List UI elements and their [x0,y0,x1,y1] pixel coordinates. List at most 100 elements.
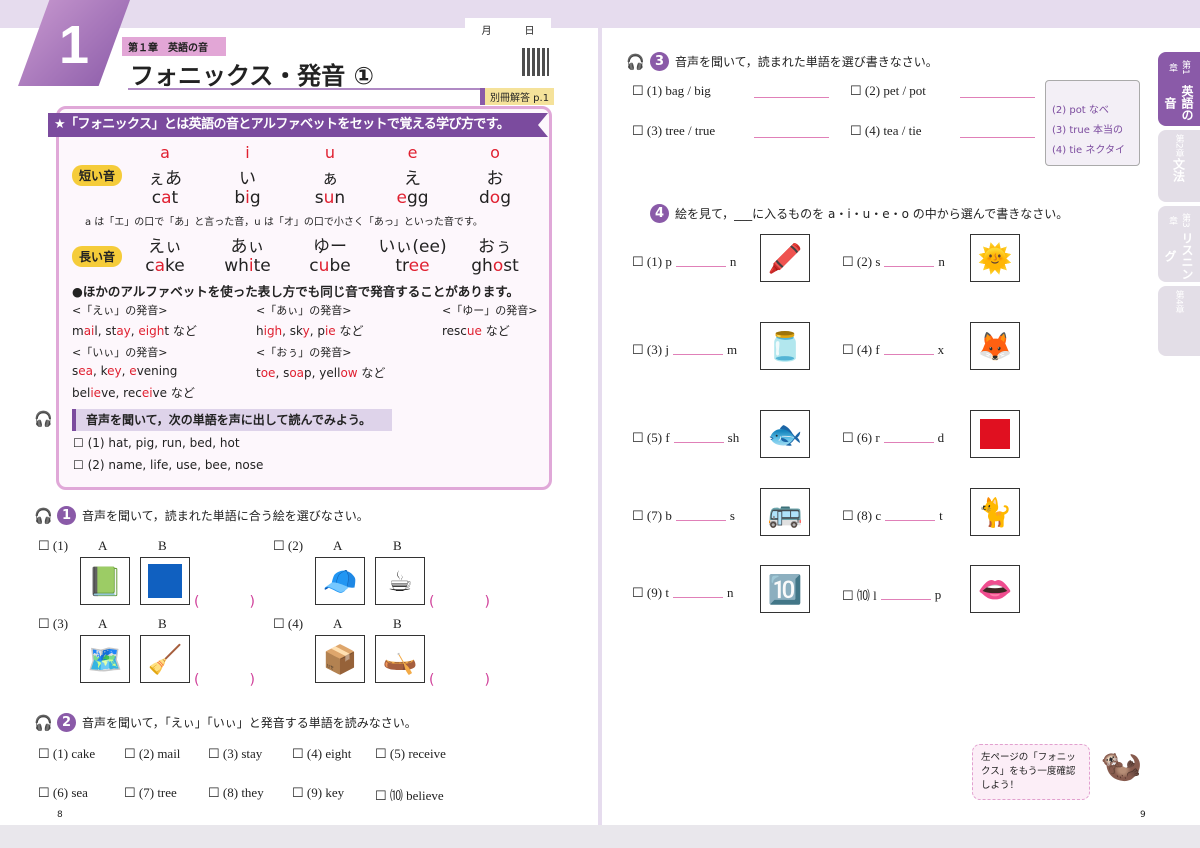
word-part: c [151,188,162,208]
word-part: be [329,256,351,276]
word-part: st [503,256,519,276]
spelling-heading: <「いぃ」の発音> [72,346,168,359]
headphones-icon[interactable]: 🎧 [626,53,645,71]
headphones-icon[interactable]: 🎧 [34,410,53,428]
word-part: e [129,364,137,378]
word-item[interactable]: ☐ (6) sea [38,785,88,800]
word-item[interactable]: ☐ (8) they [208,785,264,800]
word-item[interactable]: ☐ (4) eight [292,746,352,761]
answer-blank[interactable] [884,257,935,267]
notebook-picture[interactable]: 📗 [80,557,130,605]
hint-sticky-note: (2) pot なべ(3) true 本当の(4) tie ネクタイ [1045,80,1140,166]
word-part: ea [78,364,94,378]
cup-picture[interactable]: ☕ [375,557,425,605]
blue-square-picture[interactable] [140,557,190,605]
mop-picture[interactable]: 🧹 [140,635,190,683]
headphones-icon[interactable]: 🎧 [34,507,53,525]
headphones-icon[interactable]: 🎧 [34,714,53,732]
word-part: i [248,256,254,276]
answer-blank[interactable] [960,137,1035,138]
sound-label: i [245,143,250,162]
answer-blank[interactable] [883,433,934,443]
fill-in-item[interactable]: ☐ (4) f x [842,342,944,358]
question-instruction: 音声を聞いて，読まれた単語を選び書きなさい。 [675,55,938,69]
qr-code-icon[interactable] [522,48,549,76]
answer-blank[interactable] [960,97,1035,98]
page-number: 8 [57,810,63,820]
word-item[interactable]: ☐ (7) tree [124,785,177,800]
word-part: vening [136,364,178,378]
answer-parentheses[interactable]: ( ) [194,594,273,610]
spelling-heading: <「あぃ」の発音> [256,304,352,317]
item-checkbox-label[interactable]: ☐ (2) [273,538,304,553]
word-choice-item[interactable]: ☐ (4) tea / tie [850,123,922,138]
word-item[interactable]: ☐ ⑽ believe [375,788,444,803]
word-choice-item[interactable]: ☐ (1) bag / big [632,83,711,98]
word-item[interactable]: ☐ (2) mail [124,746,181,761]
answer-blank[interactable] [883,345,934,355]
item-checkbox-label[interactable]: ☐ (3) [38,616,69,631]
item-prefix: ☐ (4) f [842,342,880,357]
answer-blank[interactable] [675,511,726,521]
listen-item[interactable]: ☐ (1) hat, pig, run, bed, hot [73,436,240,450]
item-checkbox-label[interactable]: ☐ (4) [273,616,304,631]
answer-blank[interactable] [672,588,723,598]
short-sound-label: 短い音 [72,165,123,186]
question-instruction: 音声を聞いて，「えぃ」「いぃ」と発音する単語を読みなさい。 [82,716,417,730]
answer-parentheses[interactable]: ( ) [429,594,508,610]
answer-blank[interactable] [673,433,724,443]
word-part: ee [408,256,430,276]
date-field[interactable]: 月日 [465,18,551,40]
map-picture[interactable]: 🗺️ [80,635,130,683]
option-b-label: B [158,616,167,631]
word-part: ie [90,386,102,400]
chapter-tab[interactable]: 第4章 [1158,286,1200,356]
chapter-tab[interactable]: 第2章文法 [1158,130,1200,202]
answer-blank[interactable] [672,345,723,355]
short-note: a は「エ」の口で「あ」と言った音，u は「オ」の口で小さく「あっ」といった音で… [85,217,483,228]
item-suffix: n [938,254,945,269]
example-word: cake [130,256,200,276]
answer-blank[interactable] [885,511,936,521]
answer-blank[interactable] [754,97,829,98]
sound-label: a [160,143,170,162]
box-picture[interactable]: 📦 [315,635,365,683]
word-item[interactable]: ☐ (5) receive [375,746,446,761]
boat-picture[interactable]: 🛶 [375,635,425,683]
chapter-tab[interactable]: 第3章リスニング [1158,206,1200,282]
word-item[interactable]: ☐ (1) cake [38,746,96,761]
answer-parentheses[interactable]: ( ) [194,672,273,688]
question-instruction: 音声を聞いて，読まれた単語に合う絵を選びなさい。 [82,509,369,523]
spelling-examples: sea, key, evening [72,364,177,378]
answer-parentheses[interactable]: ( ) [429,672,508,688]
word-choice-item[interactable]: ☐ (3) tree / true [632,123,716,138]
spelling-examples: rescue など [442,322,510,339]
cap-picture[interactable]: 🧢 [315,557,365,605]
item-suffix: x [937,342,945,357]
item-checkbox-label[interactable]: ☐ (1) [38,538,69,553]
answer-blank[interactable] [675,257,726,267]
chapter-tab[interactable]: 第1章英語の音 [1158,52,1200,126]
word-item[interactable]: ☐ (9) key [292,785,345,800]
word-part: c [145,256,155,276]
tab-label: 文法 [1171,157,1186,182]
listen-item[interactable]: ☐ (2) name, life, use, bee, nose [73,458,264,472]
word-choice-item[interactable]: ☐ (2) pet / pot [850,83,926,98]
item-suffix: m [726,342,738,357]
bottom-strip [0,825,1200,848]
answer-blank[interactable] [880,590,931,600]
word-part: ke [165,256,185,276]
word-item[interactable]: ☐ (3) stay [208,746,263,761]
word-part: oe [260,366,276,380]
answer-blank[interactable] [754,137,829,138]
word-part: bel [72,386,91,400]
